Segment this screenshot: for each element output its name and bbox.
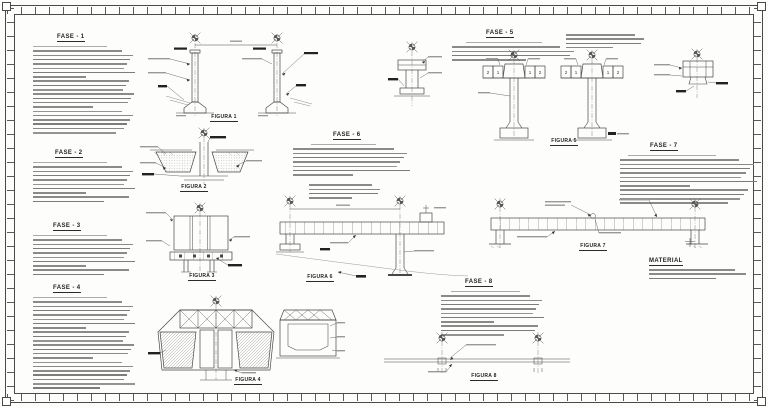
fase-5-subtitle bbox=[466, 42, 542, 44]
figura-6-label: FIGURA 6 bbox=[306, 274, 334, 282]
svg-text:1: 1 bbox=[607, 70, 610, 75]
fase-7-header: FASE - 7 bbox=[650, 143, 678, 151]
fase-7-text bbox=[620, 159, 758, 207]
figura-1-drawing bbox=[146, 28, 324, 118]
fase-1-subtitle bbox=[33, 46, 108, 48]
svg-text:2: 2 bbox=[617, 70, 620, 75]
svg-text:2: 2 bbox=[565, 70, 568, 75]
figura-4-label: FIGURA 4 bbox=[234, 377, 262, 385]
fase-1-block: FASE - 1 bbox=[33, 25, 136, 136]
fase-3-block: FASE - 3 bbox=[33, 214, 136, 279]
svg-text:1: 1 bbox=[497, 70, 500, 75]
sheet-corner-mark bbox=[2, 2, 11, 11]
fase-3-text bbox=[33, 239, 136, 279]
material-notes-block: MATERIAL bbox=[649, 249, 749, 282]
figura-5-drawing: 2 1 1 2 bbox=[476, 48, 631, 142]
fase-7-subtitle bbox=[628, 155, 717, 157]
figura-2-drawing bbox=[140, 126, 264, 188]
svg-text:2: 2 bbox=[539, 70, 542, 75]
sheet-outer-border bbox=[5, 5, 763, 403]
figura-4-drawing bbox=[146, 294, 346, 382]
fase-6-header: FASE - 6 bbox=[333, 132, 361, 140]
figura-2-label: FIGURA 2 bbox=[180, 184, 208, 192]
fase-6-sublist bbox=[309, 184, 382, 205]
fase-5-text-right bbox=[566, 32, 646, 54]
figura-7-drawing bbox=[481, 194, 721, 252]
fase-3-subtitle bbox=[33, 235, 108, 237]
fase-2-subtitle bbox=[33, 162, 108, 164]
sheet-tick-band-right bbox=[754, 7, 761, 401]
fase-5-header: FASE - 5 bbox=[486, 30, 514, 38]
sheet-inner-border bbox=[14, 14, 754, 394]
fase-2-block: FASE - 2 bbox=[33, 141, 136, 208]
figura-1-label: FIGURA 1 bbox=[210, 114, 238, 122]
fase-8-text bbox=[441, 295, 545, 341]
material-header: MATERIAL bbox=[649, 258, 683, 266]
fase-4-subtitle bbox=[33, 297, 108, 299]
fase-6-text bbox=[293, 148, 411, 182]
fase-4-block: FASE - 4 bbox=[33, 276, 136, 393]
fase-1-header: FASE - 1 bbox=[57, 34, 85, 42]
fase-8-block: FASE - 8 bbox=[441, 270, 545, 341]
fase-2-text bbox=[33, 166, 136, 208]
sheet-corner-mark bbox=[757, 2, 766, 11]
fase-7-block: FASE - 7 bbox=[620, 134, 758, 207]
fase-8-subtitle bbox=[451, 291, 520, 293]
figura-3-label: FIGURA 3 bbox=[188, 273, 216, 281]
fase-6-subtitle bbox=[311, 144, 376, 146]
fase-3-header: FASE - 3 bbox=[53, 223, 81, 231]
svg-text:1: 1 bbox=[529, 70, 532, 75]
figura-8-label: FIGURA 8 bbox=[470, 373, 498, 381]
sheet-tick-band-bottom bbox=[7, 394, 761, 401]
fase-5-text-col2 bbox=[566, 34, 646, 54]
fase-6-block: FASE - 6 bbox=[293, 123, 411, 205]
sheet-tick-band-left bbox=[7, 7, 14, 401]
figura-3-drawing bbox=[146, 200, 250, 276]
sheet-corner-mark bbox=[2, 397, 11, 406]
svg-text:2: 2 bbox=[487, 70, 490, 75]
figura-7-label: FIGURA 7 bbox=[579, 243, 607, 251]
svg-text:1: 1 bbox=[575, 70, 578, 75]
sheet-tick-band-top bbox=[7, 7, 761, 14]
fase-2-header: FASE - 2 bbox=[55, 150, 83, 158]
material-notes-text bbox=[649, 269, 749, 282]
pile-detail-drawing bbox=[386, 38, 444, 110]
fase-4-text bbox=[33, 301, 136, 393]
fase-1-text bbox=[33, 50, 136, 136]
sheet-corner-mark bbox=[757, 397, 766, 406]
cap-detail-drawing bbox=[652, 46, 730, 102]
fase-4-header: FASE - 4 bbox=[53, 285, 81, 293]
fase-8-header: FASE - 8 bbox=[465, 279, 493, 287]
figura-8-drawing bbox=[378, 328, 576, 378]
figura-5-label: FIGURA 5 bbox=[550, 138, 578, 146]
figura-6-drawing bbox=[276, 192, 468, 278]
